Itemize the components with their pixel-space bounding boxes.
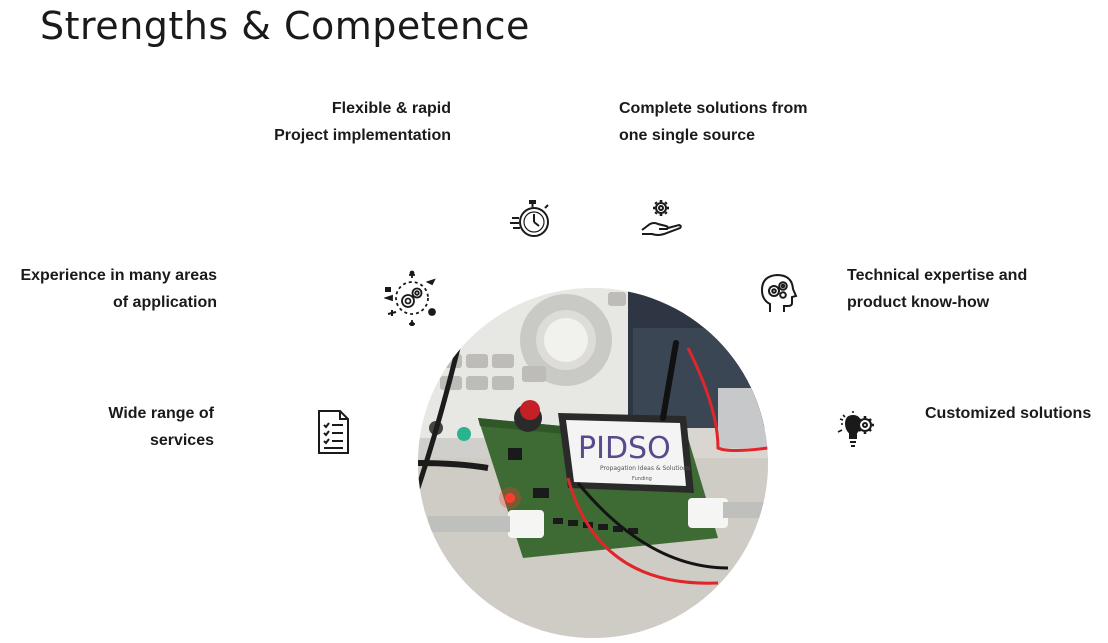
product-photo: PIDSO Propagation Ideas & Solutions Fund… (418, 288, 768, 638)
page-title: Strengths & Competence (40, 4, 530, 48)
screen-small-text: Funding (632, 476, 652, 482)
feature-services-line1: Wide range of (108, 405, 214, 422)
hand-gear-icon (638, 196, 684, 242)
head-gears-icon (756, 270, 800, 316)
feature-customized-line1: Customized solutions (925, 405, 1092, 422)
feature-technical-label: Technical expertise and product know-how (847, 262, 1077, 316)
feature-services-line2: services (149, 432, 214, 449)
lightbulb-gear-icon (834, 410, 876, 454)
screen-logo-text: PIDSO (578, 431, 671, 466)
screen-subtext: Propagation Ideas & Solutions (600, 465, 690, 472)
feature-complete-line2: one single source (619, 127, 756, 144)
feature-flexible-line2: Project implementation (274, 127, 451, 144)
checklist-icon (312, 408, 354, 456)
feature-flexible-line1: Flexible & rapid (331, 100, 451, 117)
feature-complete-label: Complete solutions from one single sourc… (619, 95, 849, 149)
gears-transport-icon (383, 270, 440, 327)
feature-complete-line1: Complete solutions from (619, 100, 808, 117)
feature-experience-line2: of application (113, 294, 217, 311)
feature-flexible-label: Flexible & rapid Project implementation (240, 95, 451, 149)
feature-experience-line1: Experience in many areas (20, 267, 217, 284)
feature-customized-label: Customized solutions (925, 400, 1105, 427)
feature-services-label: Wide range of services (40, 400, 214, 454)
feature-experience-label: Experience in many areas of application (0, 262, 217, 316)
stopwatch-icon (509, 196, 555, 242)
feature-technical-line2: product know-how (847, 294, 990, 311)
feature-technical-line1: Technical expertise and (847, 267, 1028, 284)
